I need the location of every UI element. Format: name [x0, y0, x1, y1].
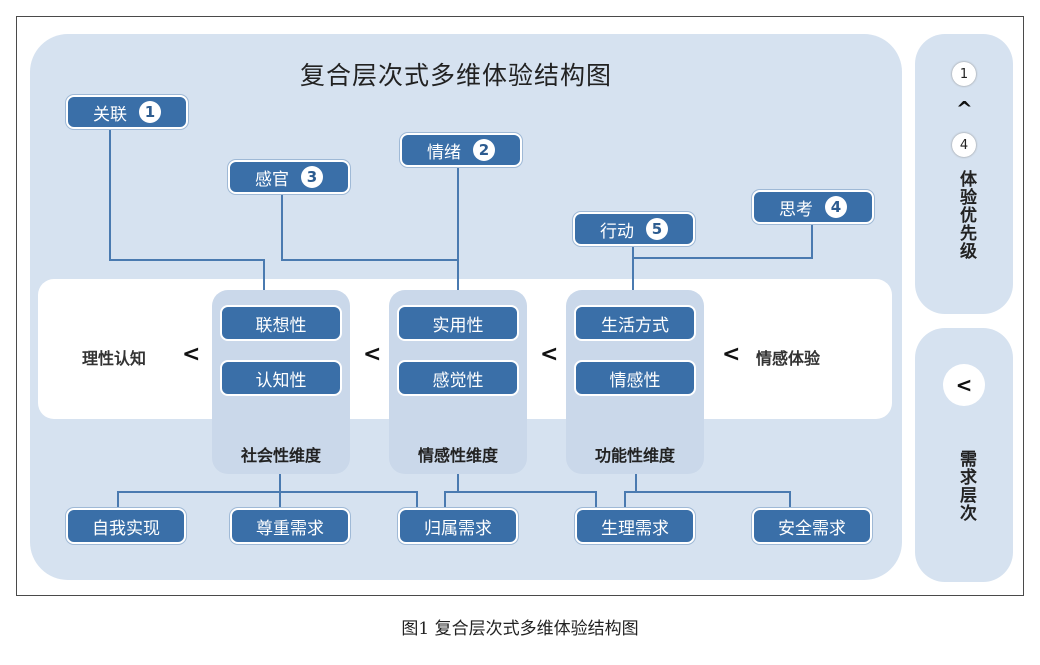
chevron-left-icon: <	[540, 342, 559, 367]
node-number: 3	[301, 166, 323, 188]
connector-emotional-needs-2	[458, 491, 597, 508]
dimension-label-emotional: 情感性维度	[417, 446, 498, 465]
item-ganjue: 感觉性	[397, 360, 519, 396]
priority-bottom-number: 4	[952, 133, 976, 157]
node-number: 4	[825, 196, 847, 218]
need-belonging: 归属需求	[398, 508, 518, 544]
diagram-title: 复合层次式多维体验结构图	[300, 61, 613, 90]
node-label: 情绪	[427, 142, 461, 163]
need-safety: 安全需求	[752, 508, 872, 544]
node-label: 关联	[93, 104, 127, 125]
chevron-left-icon: <	[363, 342, 382, 367]
need-esteem: 尊重需求	[230, 508, 350, 544]
node-number: 5	[646, 218, 668, 240]
node-label: 感官	[255, 169, 289, 190]
connector-sikao	[633, 222, 813, 259]
node-label: 思考	[779, 199, 813, 220]
chevron-left-icon: <	[182, 342, 201, 367]
chevron-up-icon: ^	[956, 97, 973, 121]
node-number: 2	[473, 139, 495, 161]
node-ganguan: 感官 3	[228, 160, 350, 194]
item-renzhi: 认知性	[220, 360, 342, 396]
node-guanlian: 关联 1	[66, 95, 188, 129]
label-emotional-experience: 情感体验	[756, 349, 821, 368]
dimension-label-social: 社会性维度	[240, 446, 321, 465]
connector-social-needs	[117, 474, 281, 508]
item-qinggan: 情感性	[574, 360, 696, 396]
node-label: 行动	[600, 221, 634, 242]
need-self-actualization: 自我实现	[66, 508, 186, 544]
connector-guanlian	[109, 128, 265, 290]
node-xingdong: 行动 5	[573, 212, 695, 246]
hierarchy-label: 需求层次	[956, 450, 976, 522]
connector-emotional-needs	[444, 474, 459, 508]
priority-label: 体验优先级	[956, 170, 976, 260]
connector-functional-needs-2	[636, 491, 791, 508]
item-lianxiang: 联想性	[220, 305, 342, 341]
connector-social-needs-2	[280, 491, 418, 508]
priority-top-number: 1	[952, 62, 976, 86]
dimension-label-functional: 功能性维度	[594, 446, 675, 465]
chevron-left-icon: <	[722, 342, 741, 367]
node-qingxu: 情绪 2	[400, 133, 522, 167]
label-rational-cognition: 理性认知	[82, 349, 147, 368]
connector-functional-needs	[624, 474, 637, 508]
item-shenghuo: 生活方式	[574, 305, 696, 341]
connector-ganguan	[281, 192, 459, 290]
chevron-left-circle-icon: <	[943, 364, 985, 406]
need-physiological: 生理需求	[575, 508, 695, 544]
node-number: 1	[139, 101, 161, 123]
node-sikao: 思考 4	[752, 190, 874, 224]
figure-caption: 图1 复合层次式多维体验结构图	[401, 619, 639, 639]
item-shiyong: 实用性	[397, 305, 519, 341]
